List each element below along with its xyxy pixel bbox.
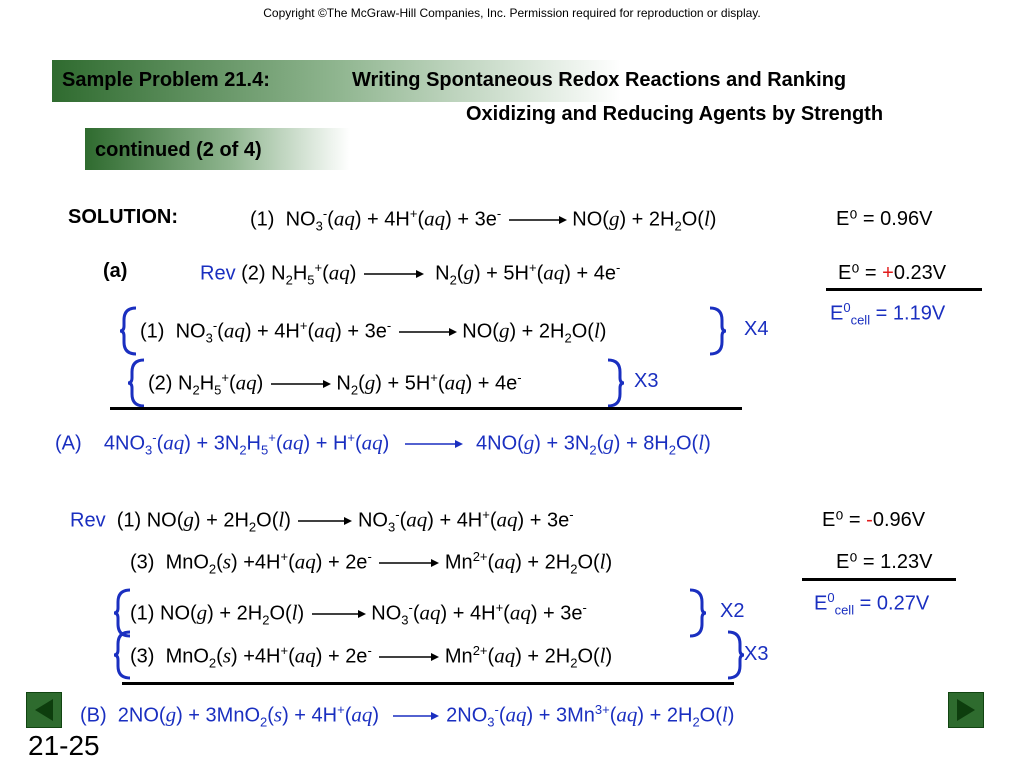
- e0-eq1: E⁰ = 0.96V: [836, 208, 933, 230]
- previous-slide-button[interactable]: [26, 692, 62, 728]
- solution-label: SOLUTION:: [68, 206, 178, 228]
- eq-number: (2): [241, 262, 266, 285]
- continued-label: continued (2 of 4): [95, 139, 262, 161]
- ecell-a: E0cell = 1.19V: [830, 300, 946, 328]
- bracket-left: [113, 630, 131, 680]
- half-reaction-1-copy: (1) NO3-(aq) + 4H+(aq) + 3e- NO(g) + 2H2…: [140, 318, 607, 346]
- eq-number: (1): [140, 320, 165, 343]
- sum-line-b-overall: [122, 682, 734, 685]
- title-line-1: Writing Spontaneous Redox Reactions and …: [352, 69, 847, 91]
- multiplier-x3-b: X3: [744, 643, 769, 665]
- arrow-icon: [508, 216, 567, 225]
- rev-label: Rev: [70, 509, 106, 532]
- half-reaction-1: (1) NO3-(aq) + 4H+(aq) + 3e- NO(g) + 2H2…: [250, 206, 717, 234]
- ecell-b: E0cell = 0.27V: [814, 590, 930, 618]
- e0-eq-b3: E⁰ = 1.23V: [836, 551, 933, 573]
- arrow-icon: [398, 328, 457, 337]
- title-line-2: Oxidizing and Reducing Agents by Strengt…: [466, 103, 884, 125]
- bracket-left: [119, 306, 137, 356]
- half-reaction-3-copy: (3) MnO2(s) +4H+(aq) + 2e- Mn2+(aq) + 2H…: [130, 643, 613, 671]
- eq-number: (2): [148, 372, 173, 395]
- bracket-right: [689, 588, 707, 638]
- sum-line-b: [802, 578, 956, 581]
- arrow-icon: [379, 653, 440, 662]
- result-a-label: (A): [55, 432, 82, 455]
- overall-reaction-a: (A) 4NO3-(aq) + 3N2H5+(aq) + H+(aq) 4NO(…: [55, 430, 711, 458]
- eq-number: (3): [130, 645, 155, 668]
- multiplier-x2: X2: [720, 600, 745, 622]
- half-reaction-1-reversed: Rev (1) NO(g) + 2H2O(l) NO3-(aq) + 4H+(a…: [70, 507, 574, 535]
- arrow-icon: [379, 559, 440, 568]
- part-a-label: (a): [103, 260, 128, 282]
- triangle-left-icon: [35, 699, 53, 721]
- overall-reaction-b: (B) 2NO(g) + 3MnO2(s) + 4H+(aq) 2NO3-(aq…: [80, 702, 735, 730]
- arrow-icon: [298, 517, 353, 526]
- continued-banner: [85, 128, 350, 170]
- e0-eq2: E⁰ = +0.23V: [838, 262, 947, 284]
- arrow-icon: [404, 440, 463, 449]
- eq-number: (1): [130, 602, 155, 625]
- slide-number: 21-25: [28, 730, 100, 761]
- half-reaction-1-reversed-copy: (1) NO(g) + 2H2O(l) NO3-(aq) + 4H+(aq) +…: [130, 600, 587, 628]
- sample-problem-label: Sample Problem 21.4:: [62, 69, 270, 91]
- bracket-right: [607, 358, 625, 408]
- arrow-icon: [311, 610, 366, 619]
- eq-number: (1): [250, 208, 275, 231]
- sum-line-a-overall: [110, 407, 742, 410]
- eq-number: (1): [116, 509, 142, 532]
- sum-line-a: [826, 288, 982, 291]
- title-banner: [52, 60, 1000, 102]
- bracket-left: [113, 588, 131, 638]
- triangle-right-icon: [957, 699, 975, 721]
- bracket-left: [127, 358, 145, 408]
- e0-eq-b1: E⁰ = -0.96V: [822, 509, 926, 531]
- half-reaction-2-copy: (2) N2H5+(aq) N2(g) + 5H+(aq) + 4e-: [148, 370, 522, 398]
- bracket-right: [709, 306, 727, 356]
- arrow-icon: [270, 380, 331, 389]
- bracket-right: [727, 630, 745, 680]
- eq-number: (3): [130, 551, 155, 574]
- result-b-label: (B): [80, 704, 107, 727]
- arrow-icon: [364, 270, 424, 279]
- half-reaction-2-reversed: Rev (2) N2H5+(aq) N2(g) + 5H+(aq) + 4e-: [200, 260, 621, 288]
- next-slide-button[interactable]: [948, 692, 984, 728]
- multiplier-x4: X4: [744, 318, 769, 340]
- copyright-notice: Copyright ©The McGraw-Hill Companies, In…: [263, 6, 761, 20]
- rev-label: Rev: [200, 262, 236, 285]
- arrow-icon: [392, 712, 439, 721]
- multiplier-x3: X3: [634, 370, 659, 392]
- half-reaction-3: (3) MnO2(s) +4H+(aq) + 2e- Mn2+(aq) + 2H…: [130, 549, 613, 577]
